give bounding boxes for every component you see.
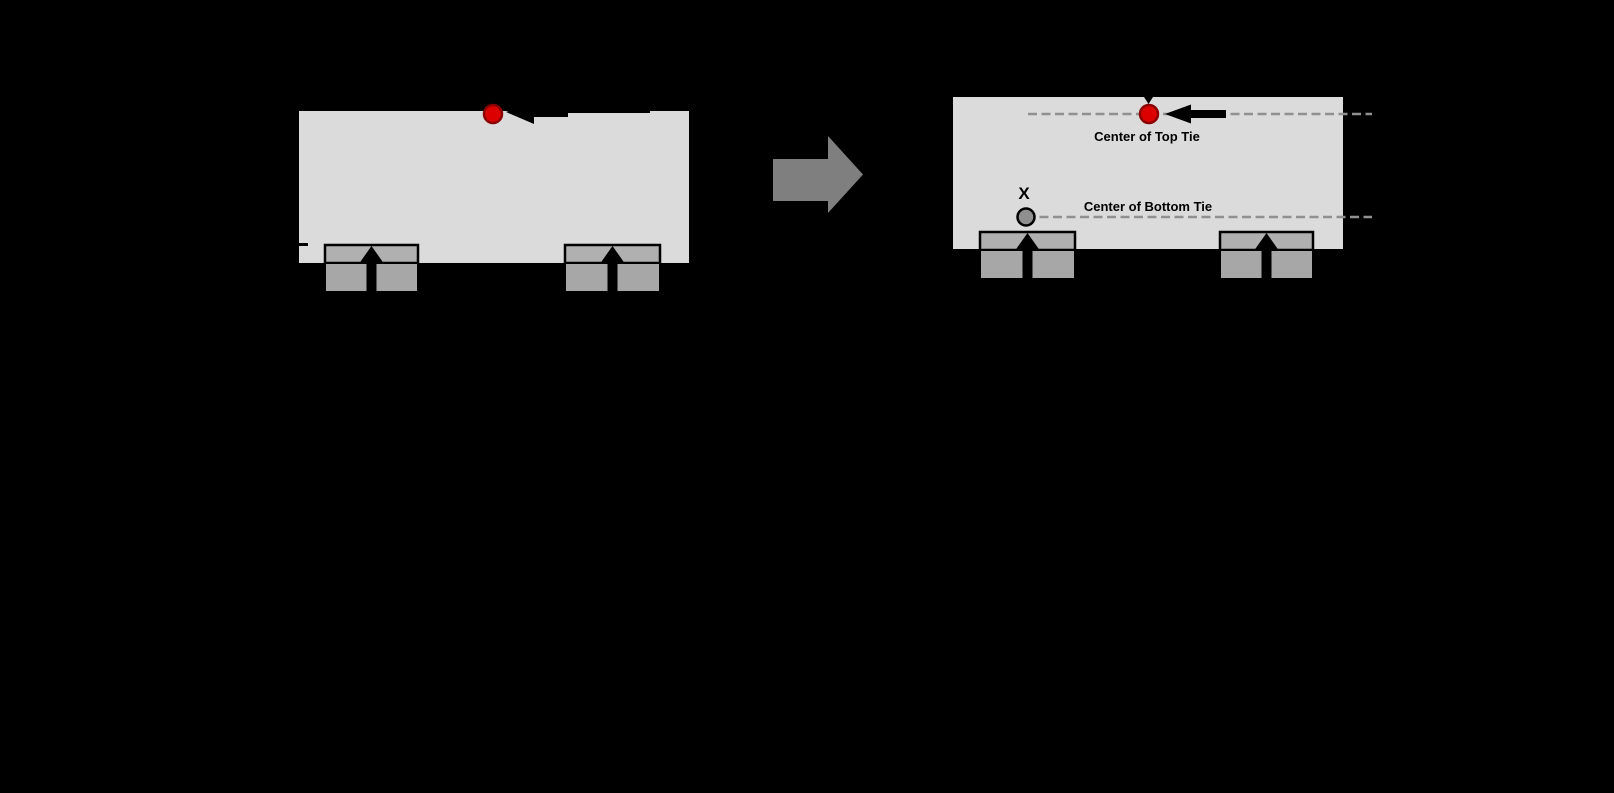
support-pad-bottom-right bbox=[1269, 249, 1314, 280]
before-diagram bbox=[296, 100, 689, 293]
right-arrow-icon bbox=[773, 136, 863, 213]
support-left bbox=[978, 230, 1077, 280]
support-pad-bottom-left bbox=[564, 262, 610, 293]
left-arrow-head bbox=[506, 100, 534, 124]
support-pad-bottom-right bbox=[1030, 249, 1076, 280]
load-point-dot bbox=[1138, 103, 1160, 125]
up-arrow-icon bbox=[1023, 249, 1032, 279]
x-marker-label: X bbox=[1018, 184, 1030, 203]
left-arrow-shaft bbox=[1189, 110, 1226, 118]
support-pad-bottom-left bbox=[979, 249, 1025, 280]
up-arrow-icon bbox=[367, 262, 376, 292]
left-arrow-shaft bbox=[532, 108, 568, 117]
support-pad-bottom-left bbox=[324, 262, 369, 293]
left-arrow-icon bbox=[506, 100, 650, 124]
support-right bbox=[563, 243, 662, 293]
beam-body bbox=[299, 111, 689, 263]
bottom-tie-point-dot bbox=[1016, 207, 1036, 227]
load-point-dot bbox=[482, 103, 504, 125]
support-pad-bottom-right bbox=[374, 262, 419, 293]
up-arrow-icon bbox=[1254, 233, 1279, 250]
after-diagram bbox=[953, 97, 1372, 280]
down-triangle-icon bbox=[1144, 97, 1153, 104]
support-left bbox=[323, 243, 420, 293]
left-arrow-head bbox=[1165, 104, 1191, 124]
center-of-bottom-tie-label: Center of Bottom Tie bbox=[1083, 199, 1213, 214]
center-of-top-tie-label: Center of Top Tie bbox=[1094, 129, 1200, 144]
up-arrow-icon bbox=[1262, 249, 1271, 279]
left-arrow-tail bbox=[566, 108, 650, 113]
support-right bbox=[1218, 230, 1315, 280]
support-pad-bottom-left bbox=[1219, 249, 1264, 280]
support-pad-bottom-right bbox=[615, 262, 661, 293]
up-arrow-icon bbox=[600, 246, 625, 263]
edge-tick bbox=[296, 243, 308, 246]
left-arrow-icon bbox=[1165, 104, 1226, 124]
up-arrow-icon bbox=[608, 262, 617, 292]
up-arrow-icon bbox=[1015, 233, 1040, 250]
up-arrow-icon bbox=[359, 246, 384, 263]
